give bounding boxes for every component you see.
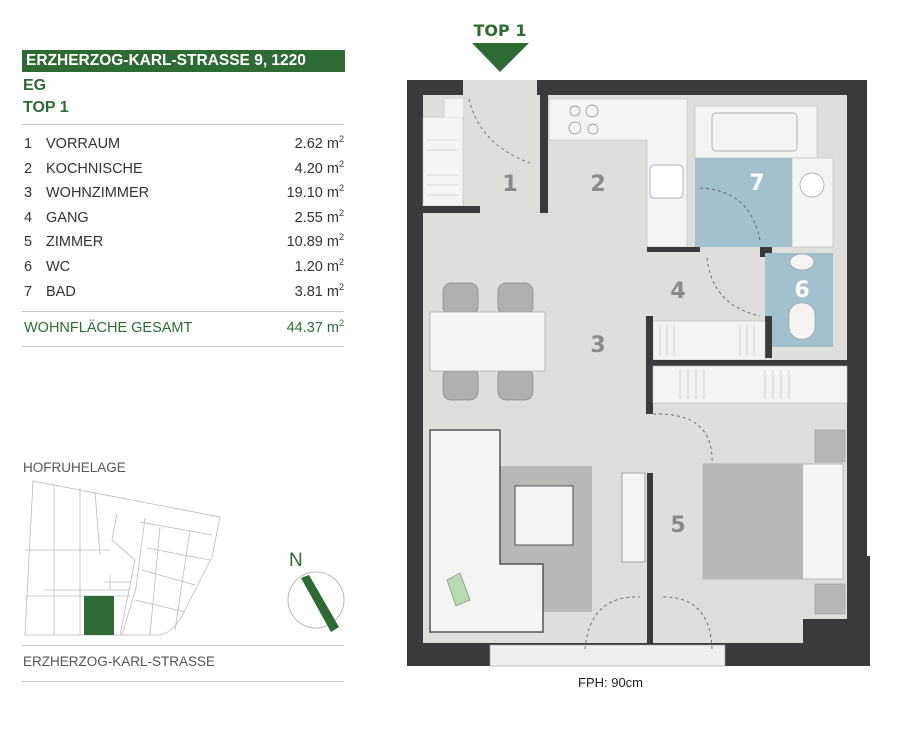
room-row: 6 WC 1.20 m2 — [22, 256, 344, 278]
room-no: 1 — [24, 136, 33, 152]
room-area: 2.55 m2 — [294, 207, 344, 226]
north-label: N — [289, 550, 303, 571]
room-area: 19.10 m2 — [286, 183, 344, 202]
unit-label: TOP 1 — [23, 99, 69, 116]
room-name: GANG — [46, 209, 89, 226]
room-no: 5 — [24, 234, 33, 251]
compass-needle-icon — [301, 575, 339, 632]
room-name: WC — [46, 259, 71, 275]
room-no: 6 — [24, 259, 33, 275]
street-label: ERZHERZOG-KARL-STRASSE — [23, 654, 216, 669]
room-number: 4 — [670, 279, 685, 304]
closet — [422, 116, 464, 207]
room-number: 7 — [749, 171, 764, 196]
room-no: 4 — [24, 209, 33, 226]
hall-wardrobe — [652, 320, 766, 361]
coffee-table — [514, 485, 574, 546]
wc-tank-icon — [789, 253, 815, 271]
divider — [22, 346, 344, 347]
room-name: KOCHNISCHE — [46, 160, 143, 177]
site-label: HOFRUHELAGE — [23, 460, 126, 475]
divider — [22, 645, 344, 646]
toilet-icon — [788, 302, 816, 340]
room-name: BAD — [46, 283, 76, 300]
room-no: 7 — [24, 283, 33, 300]
room-no: 2 — [24, 160, 33, 177]
armchair-icon — [446, 572, 471, 607]
total-value: 44.37 m2 — [286, 318, 344, 336]
room-numbers: 1 2 3 4 5 6 7 — [502, 171, 809, 538]
entrance-label: TOP 1 — [474, 21, 527, 40]
room-row: 4 GANG 2.55 m2 — [22, 207, 344, 229]
washbasin-icon — [799, 172, 825, 198]
bathroom-floor — [695, 158, 792, 247]
entrance-door — [463, 80, 537, 96]
room-area: 1.20 m2 — [294, 257, 344, 275]
bed-blanket — [703, 464, 803, 579]
room-row: 5 ZIMMER 10.89 m2 — [22, 231, 344, 253]
dining-table — [429, 311, 546, 372]
room-area: 4.20 m2 — [294, 158, 344, 177]
room-row: 7 BAD 3.81 m2 — [22, 281, 344, 303]
address-banner: ERZHERZOG-KARL-STRASSE 9, 1220 — [22, 50, 345, 72]
divider — [22, 311, 344, 312]
entrance-arrow-icon — [472, 43, 529, 72]
room-row: 2 KOCHNISCHE 4.20 m2 — [22, 158, 344, 180]
nightstand — [814, 429, 846, 463]
room-name: ZIMMER — [46, 234, 104, 251]
unit-location-marker — [84, 596, 114, 635]
floor-label: EG — [23, 77, 47, 94]
fph-label: FPH: 90cm — [578, 675, 644, 690]
room-area: 10.89 m2 — [286, 232, 344, 251]
room-number: 5 — [670, 513, 685, 538]
room-row: 3 WOHNZIMMER 19.10 m2 — [22, 182, 344, 204]
room-area: 3.81 m2 — [294, 281, 344, 300]
room-no: 3 — [24, 185, 33, 202]
cooktop-icon — [568, 104, 599, 135]
room-area: 2.62 m2 — [294, 134, 344, 152]
room-number: 6 — [794, 278, 809, 303]
compass-ring — [287, 571, 345, 629]
tv-cabinet — [621, 472, 646, 563]
room-number: 2 — [590, 172, 605, 197]
room-number: 3 — [590, 333, 605, 358]
total-label: WOHNFLÄCHE GESAMT — [24, 320, 193, 336]
kitchen-sink-icon — [649, 164, 684, 199]
room-number: 1 — [502, 172, 517, 197]
room-row: 1 VORRAUM 2.62 m2 — [22, 133, 344, 155]
total-area-row: WOHNFLÄCHE GESAMT 44.37 m2 — [22, 317, 344, 339]
nightstand — [814, 583, 846, 615]
divider — [22, 681, 344, 682]
room-name: WOHNZIMMER — [46, 185, 150, 202]
balcony-door — [489, 644, 726, 667]
room-name: VORRAUM — [46, 136, 121, 152]
bedroom-wardrobe — [652, 365, 848, 404]
divider — [22, 124, 344, 125]
